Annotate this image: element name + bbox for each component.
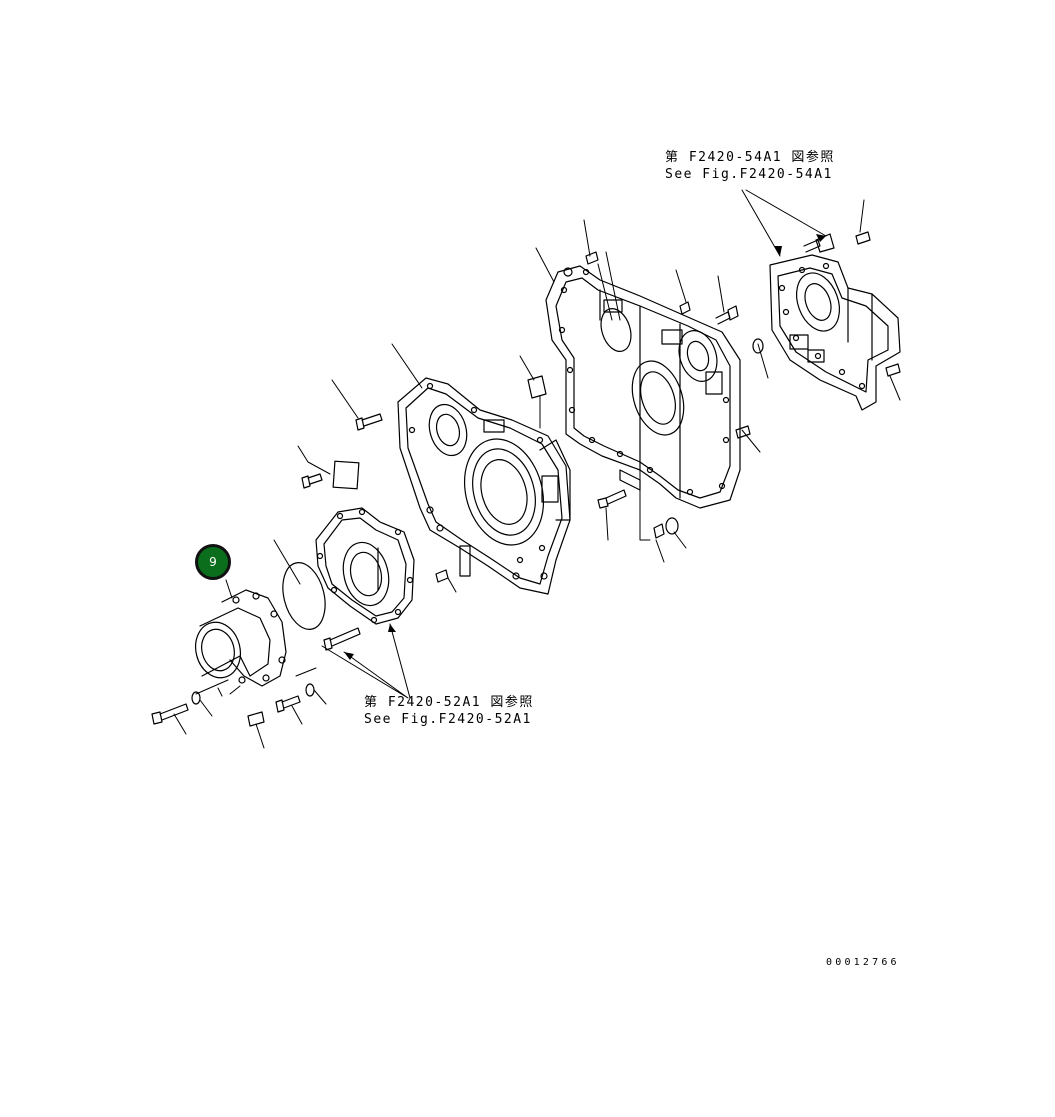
reference-note-top-jp: 第 F2420-54A1 図参照 (665, 150, 835, 165)
reference-note-bottom-jp: 第 F2420-52A1 図参照 (364, 695, 534, 710)
flanged-sleeve (195, 589, 287, 687)
reference-note-bottom-en: See Fig.F2420-52A1 (364, 712, 532, 727)
middle-housing (397, 377, 571, 595)
transmission-case (545, 265, 741, 509)
fasteners (151, 231, 901, 727)
leader-lines (173, 189, 901, 749)
reference-note-bottom: 第 F2420-52A1 図参照 See Fig.F2420-52A1 (364, 694, 534, 728)
rear-cover (769, 254, 901, 411)
reference-note-top-en: See Fig.F2420-54A1 (665, 167, 833, 182)
part-callout-marker[interactable]: 9 (195, 544, 231, 580)
o-ring (282, 562, 326, 630)
reference-note-top: 第 F2420-54A1 図参照 See Fig.F2420-54A1 (665, 149, 835, 183)
catalog-number: 00012766 (826, 957, 900, 968)
front-cover (315, 507, 415, 625)
